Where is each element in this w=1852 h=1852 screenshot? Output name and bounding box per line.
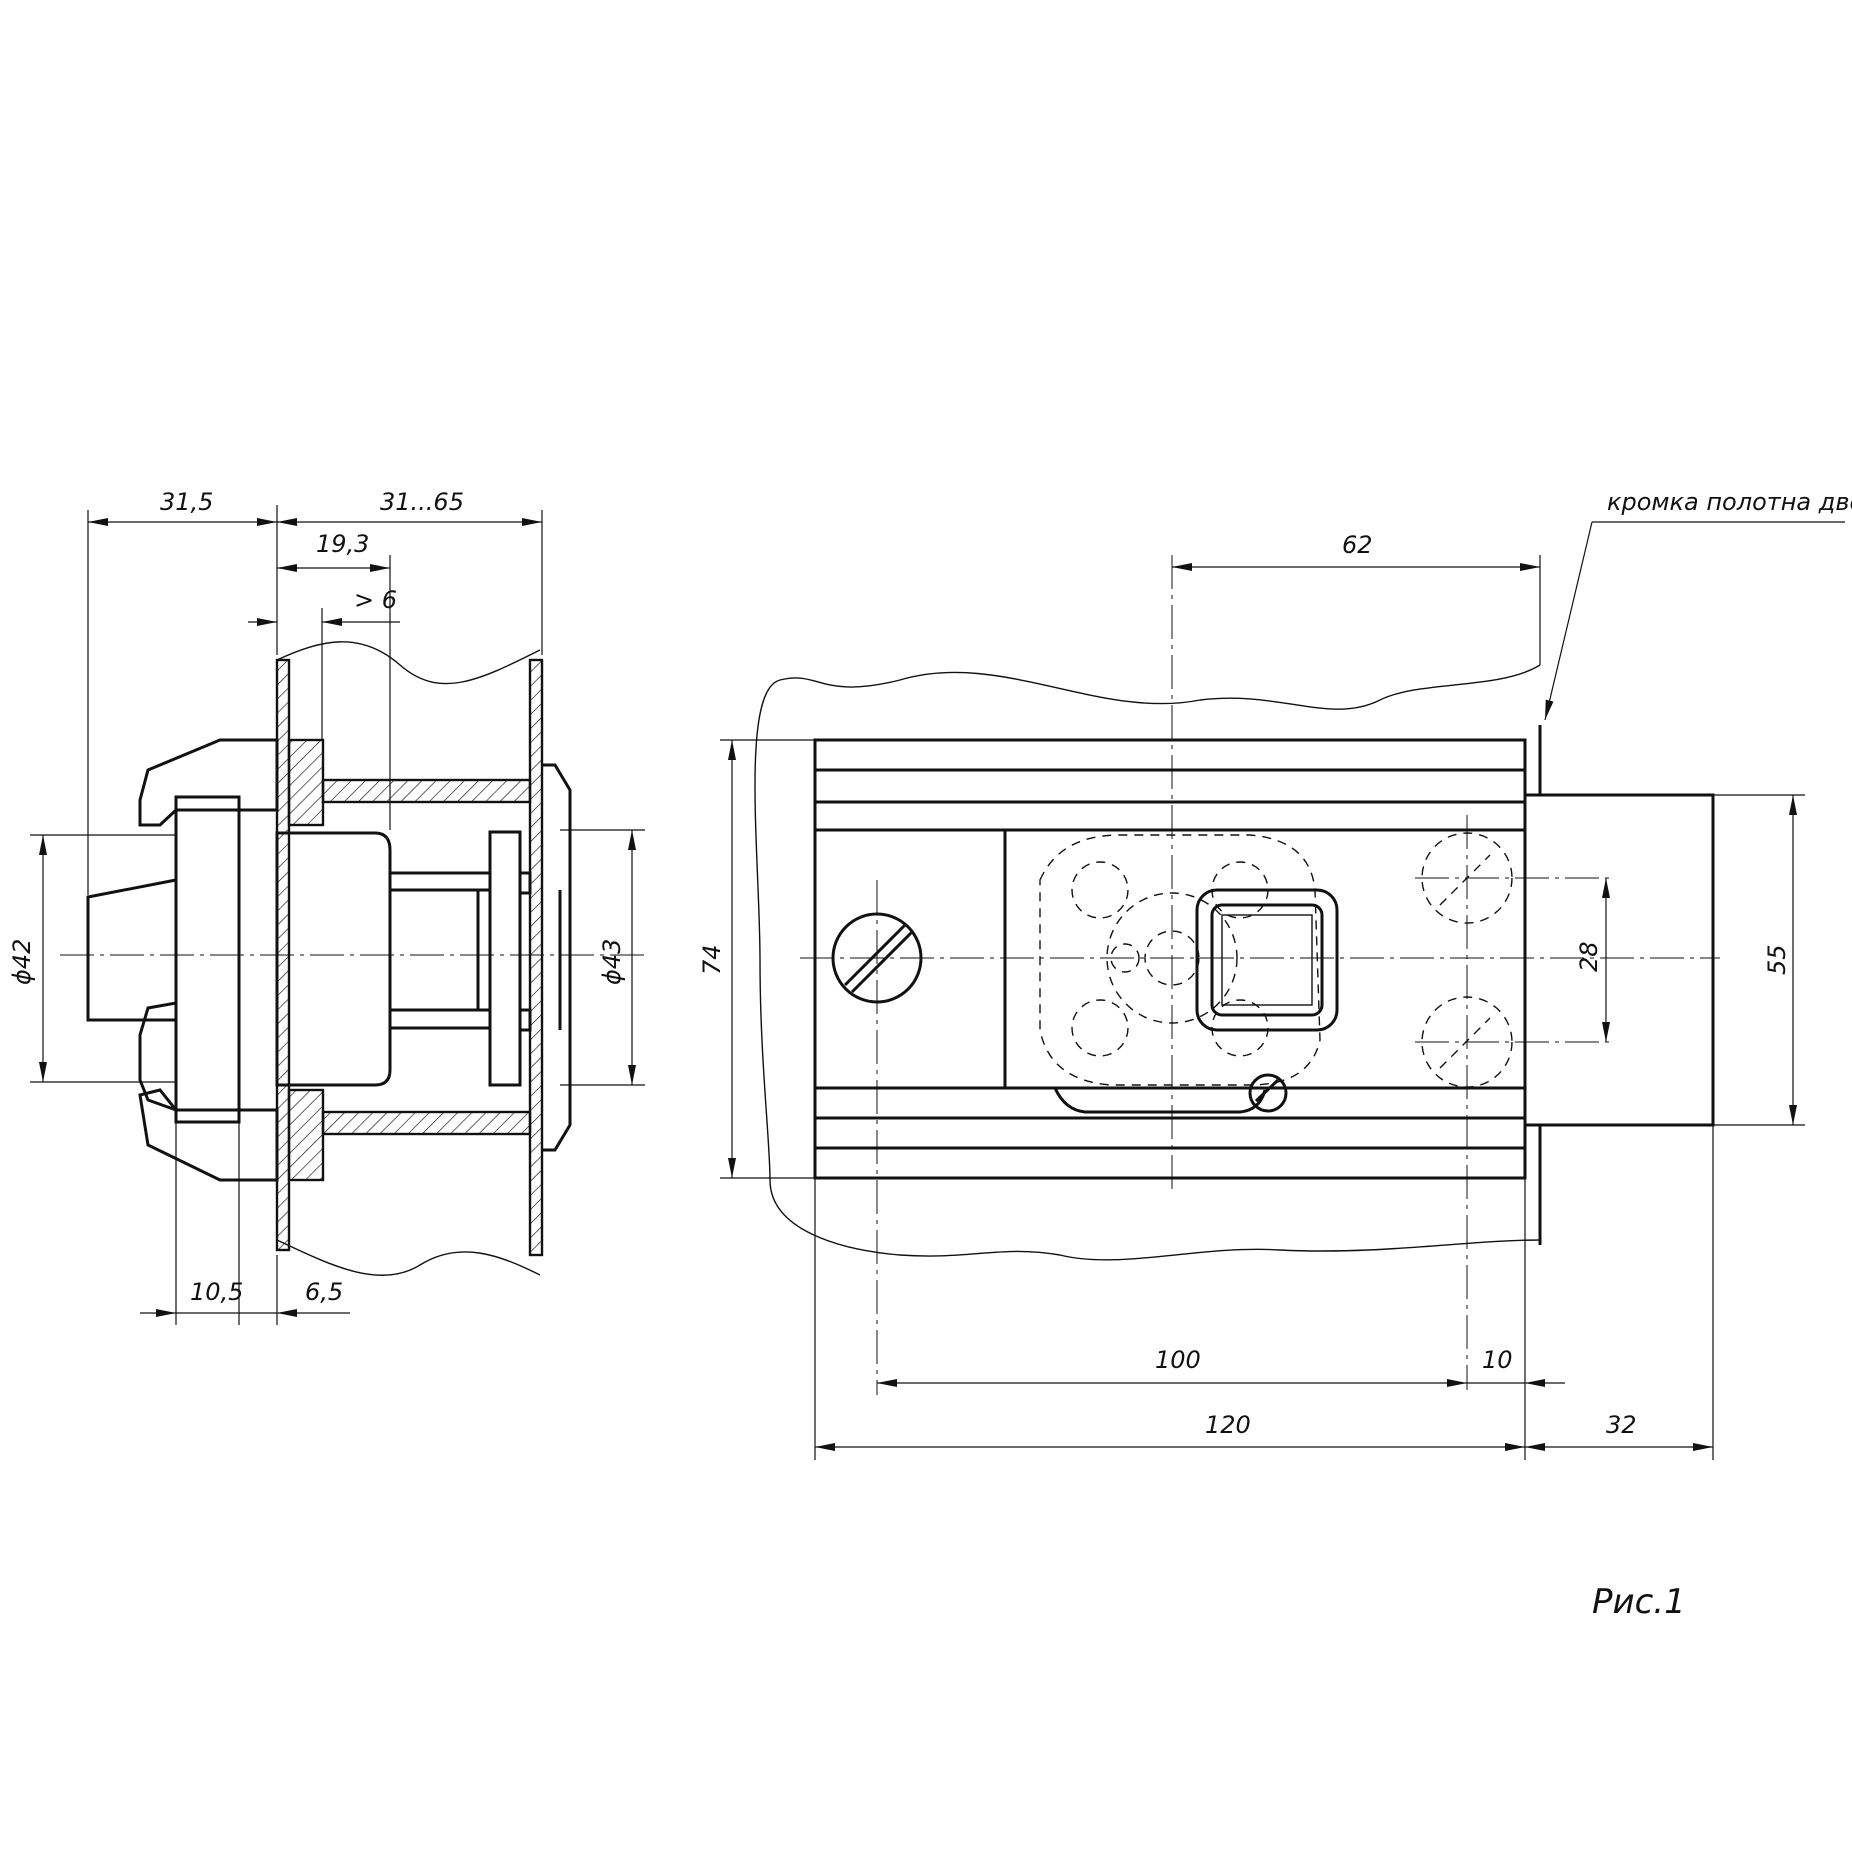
tube-top	[321, 778, 532, 804]
front-view: 62 кромка полотна двери 74 28 55 100 10 …	[698, 488, 1852, 1460]
door-break-top	[276, 641, 541, 685]
tube-bottom	[321, 1110, 532, 1136]
side-view: 31,5 31...65 19,3 > 6 10,5 6,5 ϕ42 ϕ43	[8, 488, 645, 1325]
dim-19-3: 19,3	[316, 530, 369, 558]
dim-100: 100	[1155, 1346, 1201, 1374]
dim-120: 120	[1205, 1411, 1251, 1439]
dim-74: 74	[698, 944, 726, 975]
figure-caption: Рис.1	[1592, 1582, 1686, 1622]
screw-bottom	[1248, 1073, 1288, 1113]
dim-32: 32	[1606, 1411, 1637, 1439]
hidden-rosette	[1039, 834, 1321, 1086]
door-leaf-outline	[754, 664, 1541, 1261]
dim-55: 55	[1763, 944, 1791, 975]
dim-10: 10	[1482, 1346, 1513, 1374]
dim-gt-6: > 6	[354, 586, 397, 614]
knob-lower-lobe	[138, 1088, 279, 1182]
dim-10-5: 10,5	[190, 1278, 243, 1306]
door-edge-note: кромка полотна двери	[1607, 488, 1852, 516]
dim-28: 28	[1575, 941, 1603, 972]
bushing-bottom	[287, 1088, 325, 1182]
inner-flange	[488, 830, 522, 1087]
bushing-top	[287, 738, 325, 827]
dim-dia42: ϕ42	[8, 939, 36, 985]
escutcheon	[542, 763, 572, 1152]
latch-bolt	[1523, 793, 1715, 1127]
door-plate-right	[528, 658, 544, 1257]
dim-31-65: 31...65	[380, 488, 464, 516]
dim-62: 62	[1342, 531, 1373, 559]
knob-upper-lobe	[138, 738, 279, 827]
flange	[174, 795, 241, 1124]
square-follower	[1195, 888, 1339, 1032]
cylinder-body	[275, 831, 392, 1087]
door-break-bottom	[276, 1239, 541, 1277]
dim-dia43: ϕ43	[598, 939, 626, 985]
knob-cone	[86, 878, 178, 1022]
dim-31-5: 31,5	[160, 488, 213, 516]
dim-6-5: 6,5	[305, 1278, 343, 1306]
